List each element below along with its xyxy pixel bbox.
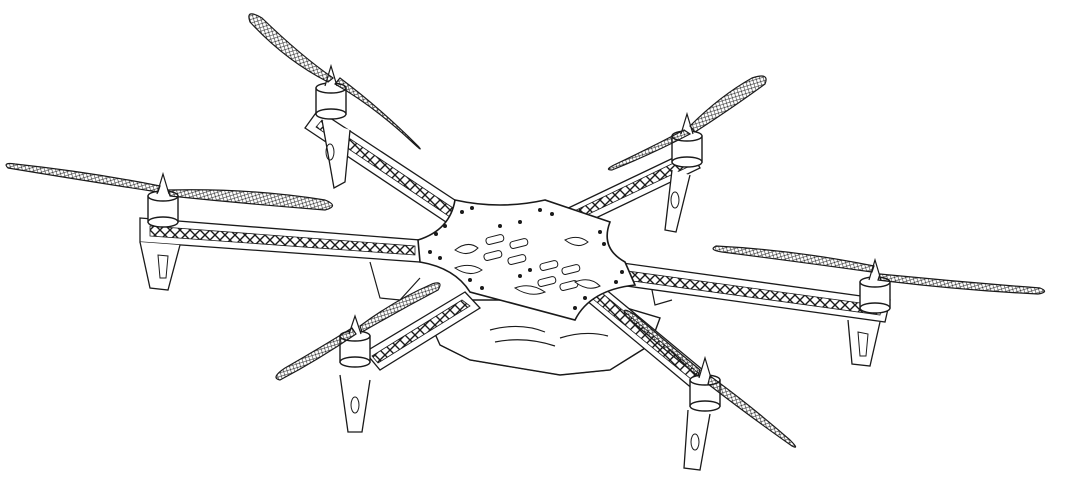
arm-right	[611, 261, 891, 323]
arm-front-left	[364, 291, 482, 371]
rotor-right	[712, 245, 1046, 367]
top-plate	[417, 199, 637, 321]
rotor-back-left	[248, 13, 421, 190]
lower-hub	[369, 261, 673, 376]
rotor-front-right	[623, 309, 797, 471]
rotor-left	[5, 162, 334, 291]
arm-left	[139, 217, 421, 263]
rotor-front-left	[275, 282, 441, 433]
rotor-back-right	[607, 75, 767, 233]
